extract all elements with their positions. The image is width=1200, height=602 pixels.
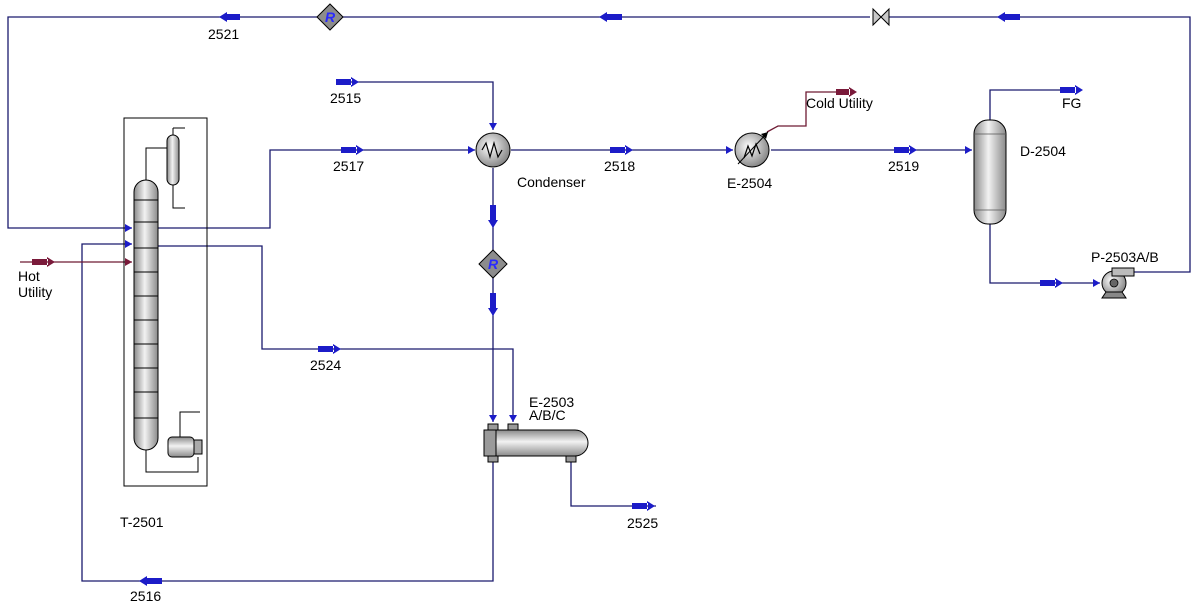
drum-icon	[973, 119, 1007, 225]
exchanger-e2503[interactable]	[483, 423, 589, 463]
utility-arrows	[32, 87, 857, 267]
recycle-letter: R	[325, 9, 336, 25]
column-reboiler	[167, 436, 195, 458]
equipment-label-e2504: E-2504	[727, 175, 772, 191]
drum-d2504[interactable]	[973, 119, 1007, 225]
column-boundary-box	[123, 117, 208, 487]
stream-label-2524: 2524	[310, 357, 341, 373]
stream-arrow-icon[interactable]	[997, 12, 1020, 22]
process-lines	[7, 16, 1191, 582]
utility-arrow-icon[interactable]	[32, 257, 55, 267]
line-2516[interactable]	[81, 243, 494, 582]
recycle-block-icon	[316, 3, 344, 31]
equipment-label-p2503: P-2503A/B	[1091, 249, 1159, 265]
utility-arrow-icon[interactable]	[836, 87, 857, 97]
stream-arrows	[125, 12, 1100, 586]
column-icon	[133, 179, 159, 451]
equipment-label-t2501: T-2501	[120, 514, 164, 530]
stream-arrow-icon[interactable]	[894, 145, 917, 155]
utility-label-cold: Cold Utility	[806, 95, 873, 111]
cooler-coil	[743, 142, 761, 159]
stream-arrow-icon[interactable]	[488, 293, 498, 316]
stream-arrow-icon[interactable]	[599, 12, 622, 22]
control-valve[interactable]	[872, 7, 890, 27]
stream-label-fg: FG	[1062, 95, 1081, 111]
condenser[interactable]	[475, 132, 511, 168]
stream-arrow-icon[interactable]	[610, 145, 633, 155]
stream-arrow-icon[interactable]	[488, 205, 498, 228]
stream-arrow-icon[interactable]	[318, 344, 341, 354]
pump-p2503[interactable]	[1101, 267, 1135, 299]
exchanger-shell-icon	[483, 429, 589, 457]
cooler-e2504[interactable]	[734, 131, 770, 168]
line-cold-utility[interactable]	[766, 91, 840, 133]
recycle-block-icon	[478, 249, 508, 279]
utility-arrowhead	[125, 258, 132, 266]
line-2515[interactable]	[338, 81, 494, 130]
stream-arrow-icon[interactable]	[219, 12, 240, 22]
stream-label-2521: 2521	[208, 26, 239, 42]
column-reflux-piping	[172, 185, 185, 209]
line-2521[interactable]	[7, 16, 318, 229]
stream-arrow-icon[interactable]	[336, 77, 359, 87]
utility-label-hot-line1: Hot	[18, 268, 40, 284]
condenser-coil	[481, 140, 503, 160]
column-overhead-piping	[145, 147, 167, 180]
line-2524[interactable]	[155, 245, 514, 422]
stream-label-2518: 2518	[604, 158, 635, 174]
stream-arrow-icon[interactable]	[1040, 278, 1063, 288]
column-trays	[134, 199, 158, 419]
line-fg[interactable]	[989, 89, 1074, 120]
recycle-block-middle[interactable]: R	[478, 249, 508, 279]
stream-arrow-icon[interactable]	[139, 576, 162, 586]
stream-label-2515: 2515	[330, 90, 361, 106]
stream-label-2516: 2516	[130, 588, 161, 602]
line-pump-to-valve[interactable]	[880, 16, 1191, 273]
stream-arrow-icon[interactable]	[1060, 85, 1083, 95]
stream-arrow-icon[interactable]	[632, 501, 655, 511]
equipment-label-condenser: Condenser	[517, 174, 586, 190]
utility-label-hot-line2: Utility	[18, 284, 52, 300]
line-2517[interactable]	[155, 149, 475, 229]
stream-label-2517: 2517	[333, 158, 364, 174]
equipment-label-e2503-line1: E-2503	[529, 394, 574, 410]
column-t2501[interactable]	[123, 117, 208, 487]
line-2525[interactable]	[570, 462, 656, 507]
recycle-letter: R	[488, 256, 499, 272]
stream-label-2519: 2519	[888, 158, 919, 174]
labels: 2521 2515 2517 2518 2519 FG 2524 2525 25…	[18, 26, 1159, 602]
column-reflux-drum	[166, 134, 180, 186]
equipment-label-d2504: D-2504	[1020, 143, 1066, 159]
stream-arrow-icon[interactable]	[341, 145, 364, 155]
heat-exchanger-icon	[475, 132, 511, 168]
recycle-block-top[interactable]: R	[316, 3, 344, 31]
line-drum-to-pump[interactable]	[989, 224, 1100, 284]
column-reboiler-piping	[145, 450, 199, 473]
valve-icon	[872, 7, 890, 27]
equipment-label-e2503-line2: A/B/C	[529, 407, 566, 423]
stream-label-2525: 2525	[627, 515, 658, 531]
